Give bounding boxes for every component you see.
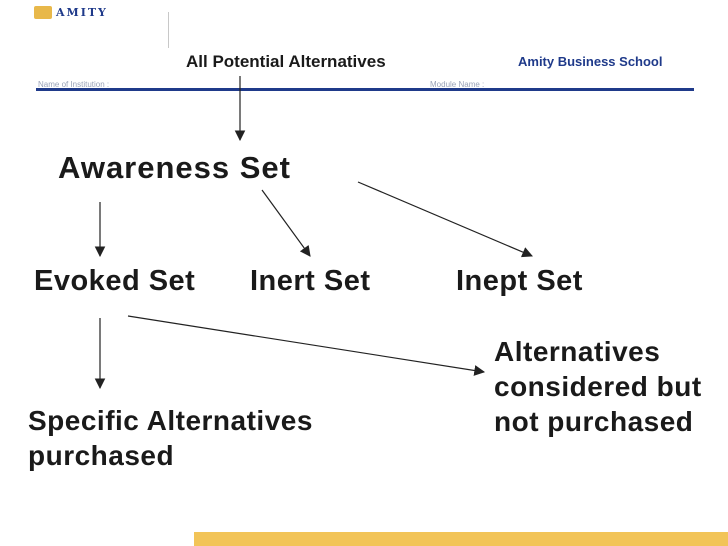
header-rule <box>36 88 694 91</box>
brand-label: Amity Business School <box>518 54 663 69</box>
header-divider <box>168 12 169 48</box>
alternatives-considered-not-purchased-label: Alternatives considered but not purchase… <box>494 336 702 437</box>
arrow-awareness-to-inert <box>261 189 311 257</box>
logo-text: AMITY <box>56 5 108 19</box>
arrow-evoked-to-considered <box>127 315 486 376</box>
evoked-set-label: Evoked Set <box>34 265 196 297</box>
institution-logo: AMITY <box>34 4 162 20</box>
arrow-awareness-to-inept <box>357 181 533 258</box>
awareness-set-label: Awareness Set <box>58 150 291 185</box>
inept-set-label: Inept Set <box>456 265 583 297</box>
module-name-label: Module Name : <box>430 80 485 89</box>
all-potential-alternatives-label: All Potential Alternatives <box>186 52 386 71</box>
specific-alternatives-purchased-label: Specific Alternatives purchased <box>28 405 313 471</box>
inert-set-label: Inert Set <box>250 265 371 297</box>
crest-icon <box>34 5 52 19</box>
institution-name-label: Name of Institution : <box>38 80 110 89</box>
footer-bar <box>194 532 728 546</box>
